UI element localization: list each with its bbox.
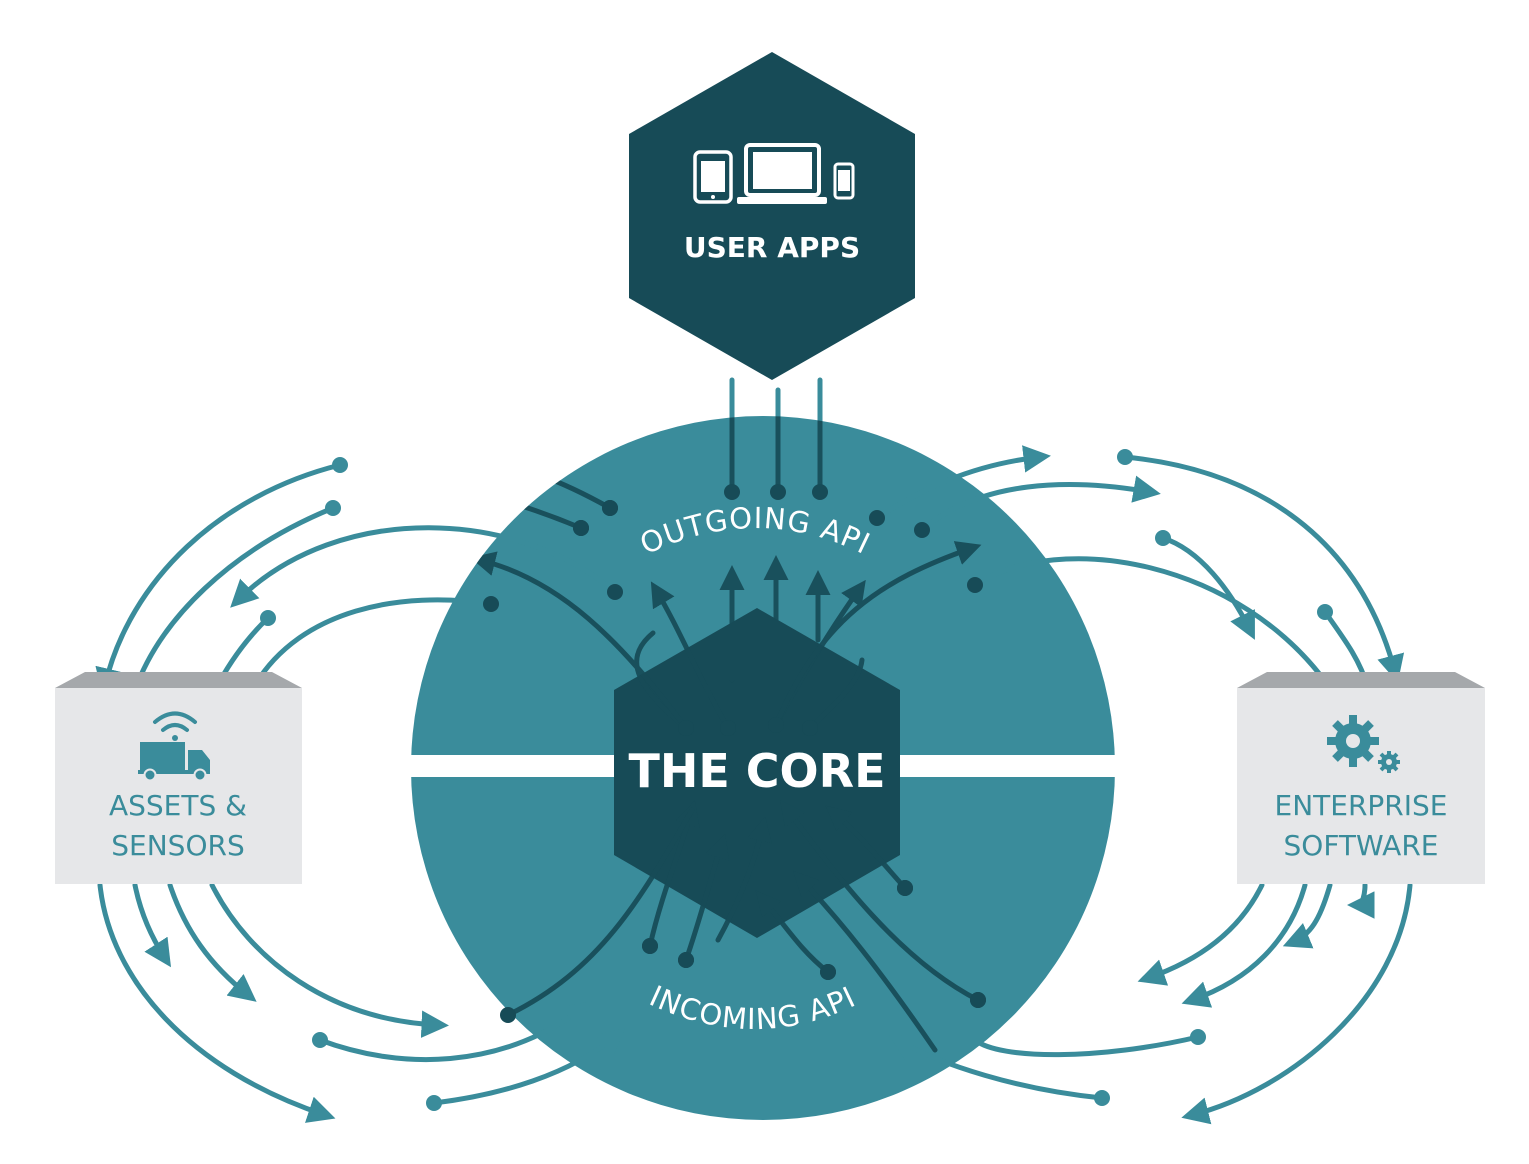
core-label: THE CORE — [628, 744, 885, 798]
wifi-icon — [153, 711, 197, 741]
enterprise-label-line1: ENTERPRISE — [1275, 789, 1448, 822]
user-apps-node: USER APPS — [629, 52, 915, 380]
gears-icon — [1327, 715, 1400, 773]
assets-flows — [95, 456, 626, 1123]
enterprise-label-line2: SOFTWARE — [1284, 829, 1439, 862]
assets-sensors-node: ASSETS & SENSORS — [55, 672, 302, 884]
user-apps-label: USER APPS — [684, 231, 860, 264]
tablet-icon — [693, 150, 733, 204]
assets-label-line1: ASSETS & — [109, 789, 247, 822]
enterprise-software-node: ENTERPRISE SOFTWARE — [1237, 672, 1485, 884]
enterprise-flows — [868, 445, 1413, 1125]
truck-icon — [138, 742, 210, 782]
flow-dots — [483, 484, 986, 1023]
phone-icon — [833, 162, 855, 200]
assets-label-line2: SENSORS — [111, 829, 244, 862]
laptop-icon — [737, 143, 827, 204]
internal-flows — [458, 416, 987, 1053]
